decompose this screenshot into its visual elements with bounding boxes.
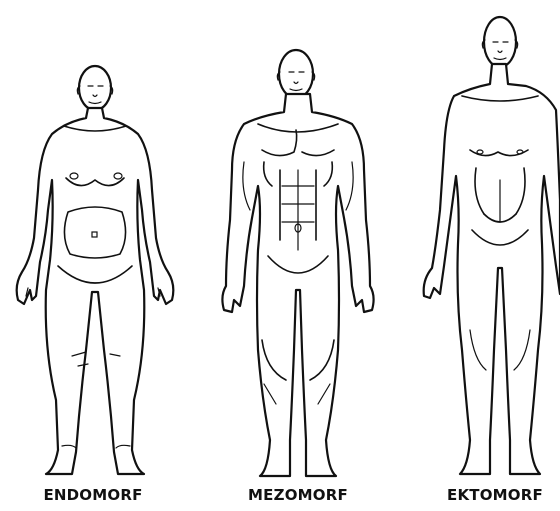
- mesomorph-label: MEZOMORF: [228, 486, 368, 504]
- endomorph-label: ENDOMORF: [28, 486, 158, 504]
- endomorph-body-icon: [17, 66, 174, 474]
- ectomorph-body-icon: [424, 17, 560, 474]
- mesomorph-body-icon: [222, 50, 373, 476]
- ectomorph-label: EKTOMORF: [430, 486, 560, 504]
